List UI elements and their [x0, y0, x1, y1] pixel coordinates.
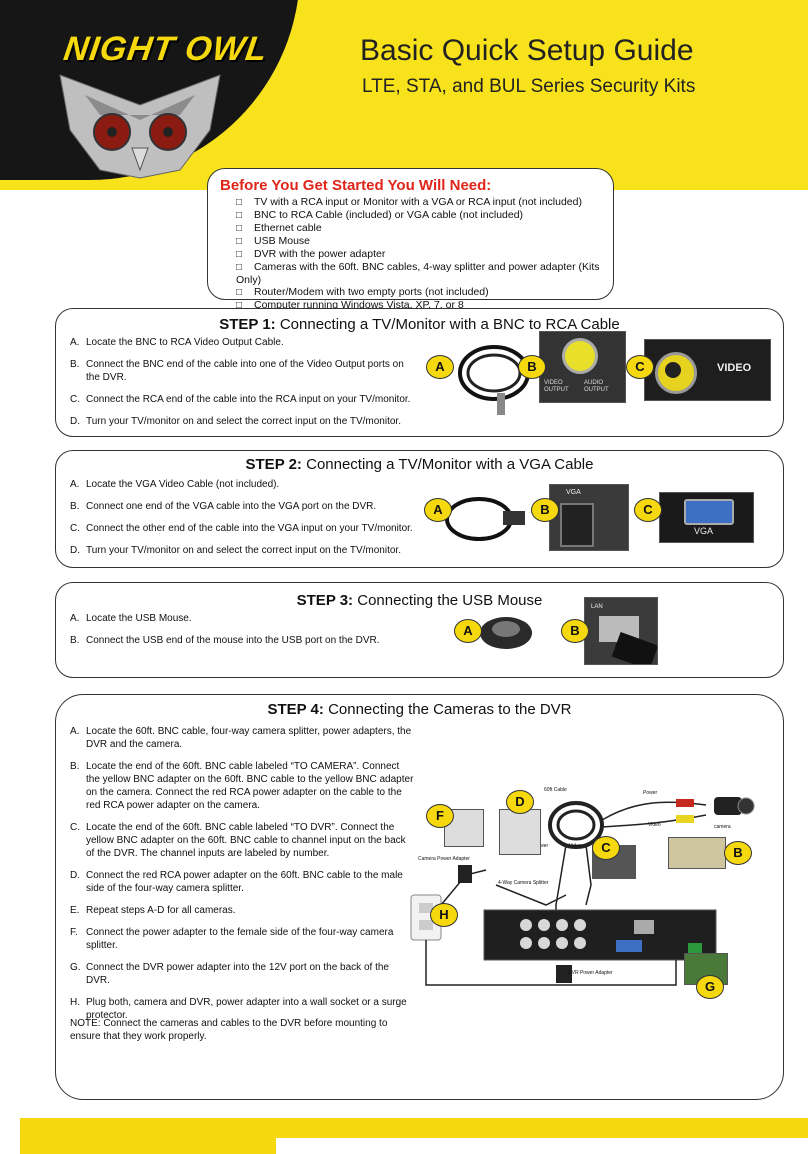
prerequisites-title: Before You Get Started You Will Need: [220, 177, 492, 194]
list-item: F.Connect the power adapter to the femal… [70, 927, 394, 951]
list-item: H.Plug both, camera and DVR, power adapt… [70, 997, 407, 1021]
list-item: C.Connect the RCA end of the cable into … [70, 394, 411, 405]
tv-video-input-photo: VIDEO [644, 339, 771, 401]
step3-list: A.Locate the USB Mouse. B.Connect the US… [70, 612, 430, 656]
list-item: B.Connect the USB end of the mouse into … [70, 635, 380, 646]
list-item: B.Connect the BNC end of the cable into … [70, 359, 404, 383]
list-item: A.Locate the USB Mouse. [70, 613, 192, 624]
list-item: DVR with the power adapter [236, 248, 613, 261]
list-item: G.Connect the DVR power adapter into the… [70, 962, 389, 986]
photo-tag-c: C [592, 836, 620, 860]
owl-logo-icon [59, 74, 221, 179]
page-subtitle: LTE, STA, and BUL Series Security Kits [362, 76, 696, 97]
step2-label: STEP 2: [245, 456, 302, 473]
photo-tag-a: A [424, 498, 452, 522]
photo-tag-b: B [531, 498, 559, 522]
diagram-label: Power [534, 843, 549, 849]
step2-list: A.Locate the VGA Video Cable (not includ… [70, 478, 430, 566]
list-item: Cameras with the 60ft. BNC cables, 4-way… [236, 261, 613, 286]
list-item: A.Locate the BNC to RCA Video Output Cab… [70, 337, 284, 348]
dvr-vga-port-photo: VGA [549, 484, 629, 551]
step3-heading: Connecting the USB Mouse [357, 592, 543, 609]
list-item: BNC to RCA Cable (included) or VGA cable… [236, 209, 613, 222]
step4-note: NOTE: Connect the cameras and cables to … [70, 1018, 388, 1042]
list-item: D.Connect the red RCA power adapter on t… [70, 870, 403, 894]
diagram-label: Power [643, 790, 658, 796]
dvr-usb-port-photo: LAN [584, 597, 658, 665]
photo-tag-f: F [426, 804, 454, 828]
list-item: Ethernet cable [236, 222, 613, 235]
diagram-label: Video [569, 843, 582, 849]
tv-vga-input-photo: VGA [659, 492, 754, 543]
photo-tag-g: G [696, 975, 724, 999]
photo-tag-b: B [518, 355, 546, 379]
photo-tag-a: A [426, 355, 454, 379]
step4-label: STEP 4: [267, 701, 324, 718]
step4-box: STEP 4: Connecting the Cameras to the DV… [55, 694, 784, 1100]
list-item: B.Locate the end of the 60ft. BNC cable … [70, 761, 414, 811]
footer-strip [276, 1138, 808, 1154]
splitter-photo [499, 809, 541, 855]
step1-label: STEP 1: [219, 316, 276, 333]
vga-cable-photo [441, 489, 531, 549]
photo-tag-c: C [626, 355, 654, 379]
step4-title: STEP 4: Connecting the Cameras to the DV… [56, 701, 783, 718]
brand-logo-text: NIGHT OWL [61, 30, 271, 68]
list-item: D.Turn your TV/monitor on and select the… [70, 545, 401, 556]
list-item: A.Locate the 60ft. BNC cable, four-way c… [70, 726, 412, 750]
prerequisites-list: TV with a RCA input or Monitor with a VG… [236, 196, 613, 312]
photo-tag-c: C [634, 498, 662, 522]
prerequisites-box: Before You Get Started You Will Need: TV… [207, 168, 614, 311]
diagram-label: Camera Power Adapter [418, 856, 470, 862]
list-item: C.Locate the end of the 60ft. BNC cable … [70, 822, 406, 859]
list-item: D.Turn your TV/monitor on and select the… [70, 416, 401, 427]
list-item: C.Connect the other end of the cable int… [70, 523, 413, 534]
step4-list: A.Locate the 60ft. BNC cable, four-way c… [70, 725, 415, 1031]
photo-tag-a: A [454, 619, 482, 643]
photo-tag-d: D [506, 790, 534, 814]
list-item: B.Connect one end of the VGA cable into … [70, 501, 377, 512]
step2-title: STEP 2: Connecting a TV/Monitor with a V… [56, 456, 783, 473]
list-item: A.Locate the VGA Video Cable (not includ… [70, 479, 280, 490]
step1-title: STEP 1: Connecting a TV/Monitor with a B… [56, 316, 783, 333]
list-item: USB Mouse [236, 235, 613, 248]
step1-heading: Connecting a TV/Monitor with a BNC to RC… [279, 316, 620, 333]
step3-label: STEP 3: [296, 592, 354, 609]
list-item: TV with a RCA input or Monitor with a VG… [236, 196, 613, 209]
list-item: Router/Modem with two empty ports (not i… [236, 286, 613, 299]
photo-tag-b: B [561, 619, 589, 643]
step3-box: STEP 3: Connecting the USB Mouse A.Locat… [55, 582, 784, 678]
photo-tag-h: H [430, 903, 458, 927]
dvr-video-output-photo: VIDEO OUTPUT AUDIO OUTPUT [539, 331, 626, 403]
usb-mouse-photo [480, 617, 532, 649]
diagram-label: camera [714, 824, 731, 830]
diagram-label: Video [648, 822, 661, 828]
photo-tag-b: B [724, 841, 752, 865]
step3-title: STEP 3: Connecting the USB Mouse [56, 592, 783, 609]
step1-box: STEP 1: Connecting a TV/Monitor with a B… [55, 308, 784, 437]
step1-list: A.Locate the BNC to RCA Video Output Cab… [70, 336, 420, 437]
camera-wiring-diagram [410, 797, 755, 986]
step4-heading: Connecting the Cameras to the DVR [328, 701, 572, 718]
camera-connector-photo [668, 837, 726, 869]
diagram-label: 4-Way Camera Splitter [498, 880, 549, 886]
page-title: Basic Quick Setup Guide [360, 34, 694, 67]
list-item: E.Repeat steps A-D for all cameras. [70, 905, 236, 916]
step2-heading: Connecting a TV/Monitor with a VGA Cable [306, 456, 594, 473]
diagram-label: 60ft Cable [544, 787, 567, 793]
step2-box: STEP 2: Connecting a TV/Monitor with a V… [55, 450, 784, 568]
diagram-label: DVR Power Adapter [568, 970, 613, 976]
